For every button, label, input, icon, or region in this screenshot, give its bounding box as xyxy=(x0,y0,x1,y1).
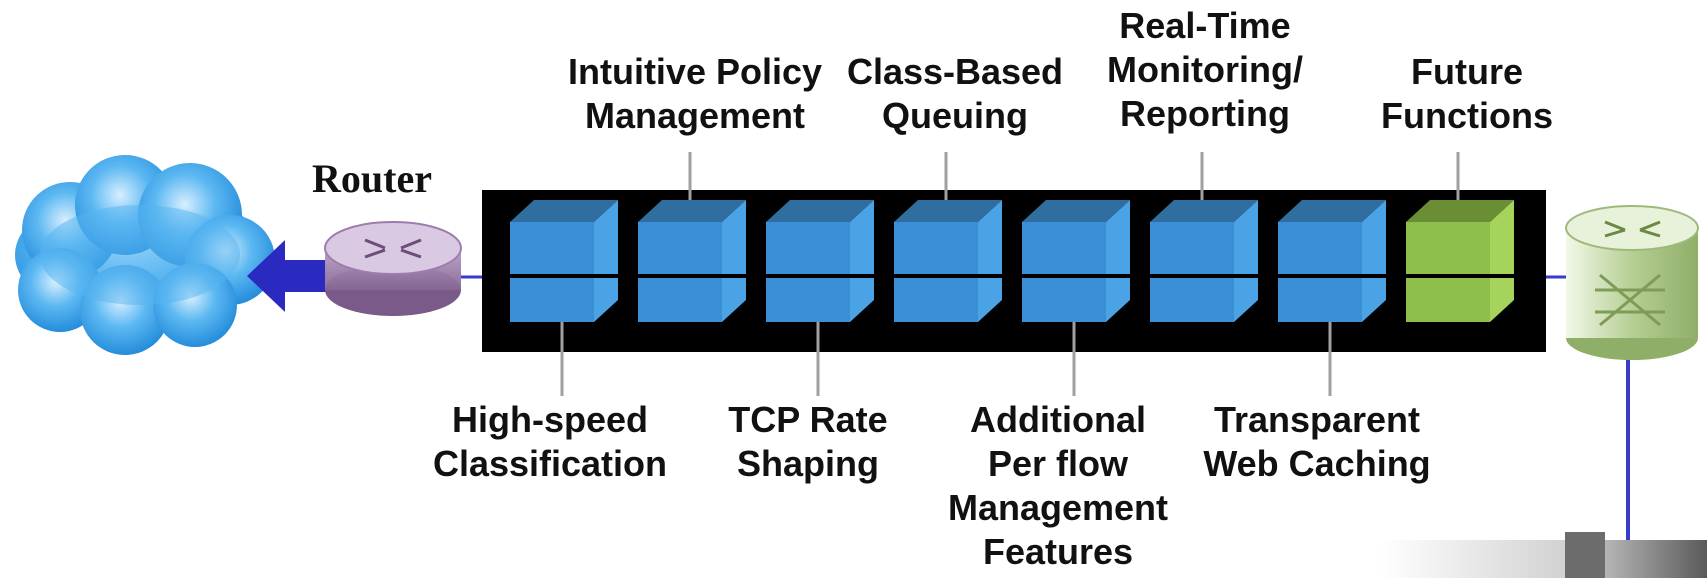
module-transparent-web-caching xyxy=(1278,200,1386,322)
module-intuitive-policy-management xyxy=(638,200,746,322)
router-icon xyxy=(324,221,462,316)
router-label: Router xyxy=(312,156,432,201)
module-group xyxy=(510,200,1514,322)
switch-icon xyxy=(1565,205,1699,360)
module-real-time-monitoring-reporting xyxy=(1150,200,1258,322)
label-tcp-rate-shaping: TCP Rate Shaping xyxy=(728,399,888,484)
label-future-functions: Future Functions xyxy=(1381,51,1553,136)
label-high-speed-classification: High-speed Classification xyxy=(432,399,668,484)
label-real-time-monitoring-reporting: Real-Time Monitoring/ Reporting xyxy=(1107,5,1303,134)
module-high-speed-classification xyxy=(510,200,618,322)
module-future-functions xyxy=(1406,200,1514,322)
label-transparent-web-caching: Transparent Web Caching xyxy=(1203,399,1431,484)
label-class-based-queuing: Class-Based Queuing xyxy=(846,51,1064,136)
label-additional-per-flow-management: Additional Per flow Management Features xyxy=(947,399,1169,572)
device-icon xyxy=(1380,532,1707,578)
label-intuitive-policy-management: Intuitive Policy Management xyxy=(567,51,823,136)
module-tcp-rate-shaping xyxy=(766,200,874,322)
module-additional-per-flow-management xyxy=(1022,200,1130,322)
leader-lines xyxy=(560,152,1460,396)
cloud-icon xyxy=(15,155,275,355)
module-class-based-queuing xyxy=(894,200,1002,322)
